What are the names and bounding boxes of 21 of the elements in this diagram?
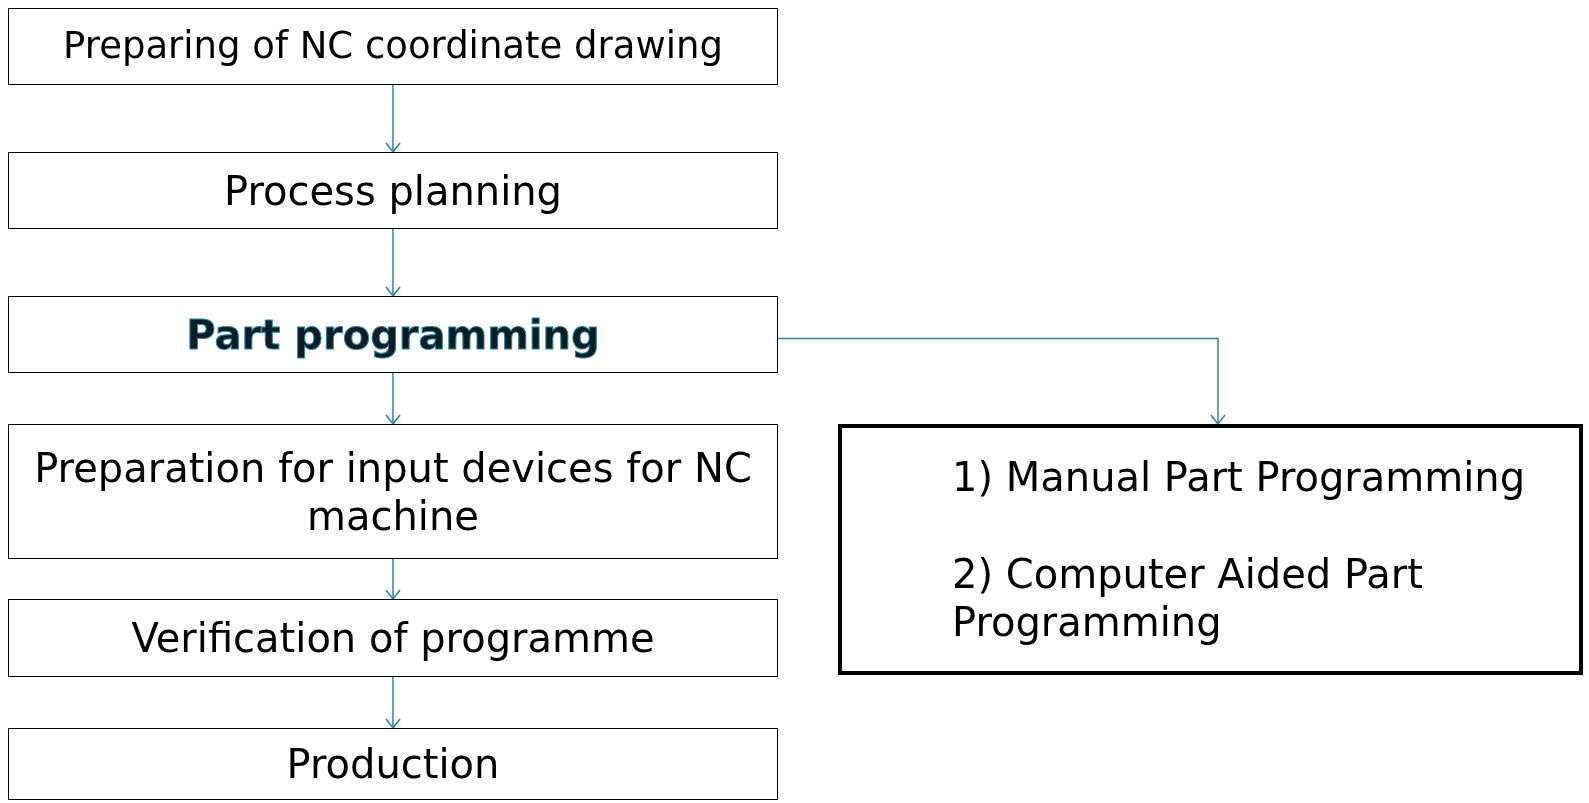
step-label: Production [286, 740, 500, 788]
arrow [385, 372, 401, 425]
process-box [8, 599, 778, 677]
step-label: Preparing of NC coordinate drawing [63, 24, 723, 69]
arrow [385, 228, 401, 297]
process-box [8, 152, 778, 229]
arrow [385, 558, 401, 600]
process-box [8, 8, 778, 85]
process-box [8, 424, 778, 559]
process-box [8, 296, 778, 373]
step-label: Process planning [224, 166, 562, 215]
process-box [8, 728, 778, 800]
step-label: Verification of programme [131, 614, 655, 662]
list-item: 2) Computer Aided Part Programming [952, 550, 1424, 647]
options-box [838, 424, 1583, 675]
step-label: Part programming [186, 310, 600, 359]
arrow [385, 676, 401, 729]
arrow [385, 84, 401, 153]
list-item: 1) Manual Part Programming [952, 452, 1526, 501]
step-label: Preparation for input devices for NC machine [33, 443, 753, 540]
arrow [777, 337, 1226, 425]
